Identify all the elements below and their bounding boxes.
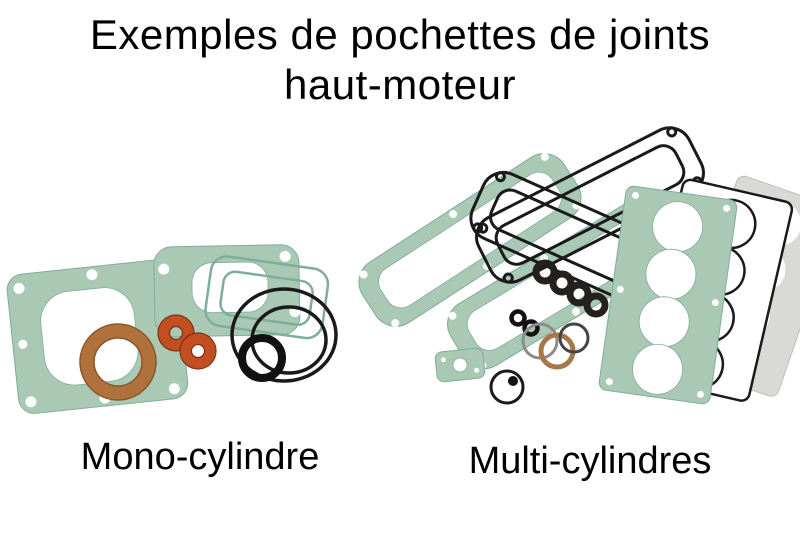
multi-cylinder-gasket-set [358,126,800,405]
mono-cylinder-gasket-set [6,244,338,414]
oil-seal [489,369,525,405]
valve-stem-seals [532,259,609,318]
page-title-line2: haut-moteur [284,60,516,108]
page-title: Exemples de pochettes de joints haut-mot… [0,10,800,109]
page-title-line1: Exemples de pochettes de joints [89,11,711,58]
copper-washer [79,323,157,401]
small-gasket [434,347,486,383]
small-o-rings [509,309,540,337]
outline-cover-gasket-a [475,126,705,284]
washer-stack [521,322,590,370]
head-gasket [598,185,738,405]
base-gasket [6,244,301,414]
caption-mono-cylindre: Mono-cylindre [80,436,320,478]
orange-seals [157,314,217,370]
o-rings [230,287,338,383]
caption-multi-cylindres: Multi-cylindres [468,440,712,482]
